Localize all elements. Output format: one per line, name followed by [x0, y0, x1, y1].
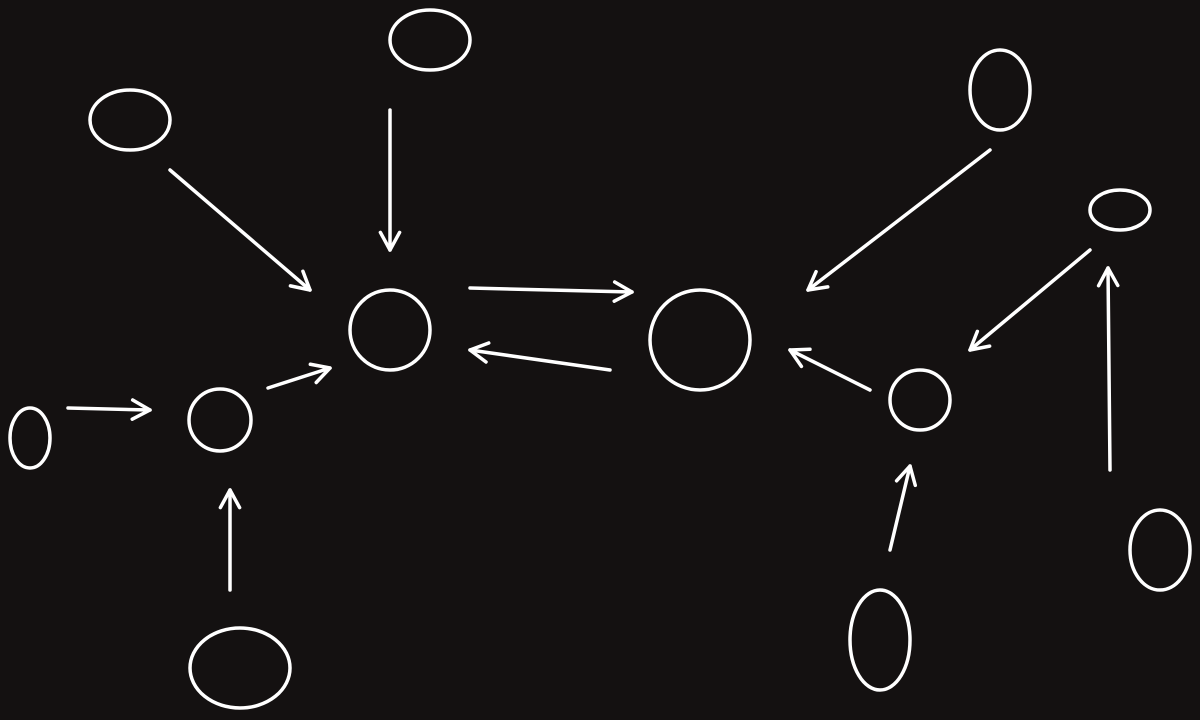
edge-bottom-left-to-mid-left [218, 488, 242, 592]
arrowhead [968, 329, 992, 352]
edge-hub-right-to-hub-left [468, 341, 612, 372]
edge-line [888, 464, 912, 552]
arrowhead [806, 269, 830, 292]
arrowhead [218, 488, 242, 510]
arrowhead [468, 341, 491, 364]
node-mid-left [187, 387, 253, 453]
node-top-right [968, 48, 1032, 132]
node-top-center [388, 8, 472, 72]
edge-bottom-right-2-to-far-right-top [1096, 266, 1120, 472]
arrowhead [1096, 266, 1120, 288]
edge-line [468, 348, 612, 372]
nodes-layer [8, 8, 1192, 710]
edge-line [968, 248, 1092, 352]
edge-bottom-right-1-to-mid-right [888, 464, 918, 552]
edge-line [806, 148, 992, 292]
node-bottom-left [188, 626, 292, 710]
node-far-left [8, 406, 52, 470]
edges-layer [66, 108, 1120, 592]
arrowhead [612, 280, 634, 303]
edge-line [266, 366, 332, 390]
edge-far-left-to-mid-left [66, 398, 152, 421]
edge-line [468, 286, 634, 294]
arrowhead [288, 269, 312, 292]
edge-line [168, 168, 312, 292]
node-bottom-right-1 [848, 588, 912, 692]
arrowhead [308, 362, 332, 385]
edge-line [1106, 266, 1112, 472]
node-hub-right [648, 288, 752, 392]
arrowhead [894, 464, 918, 488]
edge-far-right-top-to-mid-right [968, 248, 1092, 352]
node-far-right-top [1088, 188, 1152, 232]
edge-line [66, 406, 152, 412]
arrowhead [378, 230, 402, 252]
edge-line [788, 348, 872, 392]
edge-mid-right-to-hub-right [788, 347, 872, 392]
edge-top-right-to-hub-right [806, 148, 992, 292]
node-hub-left [348, 288, 432, 372]
edge-top-left-to-hub-left [168, 168, 312, 292]
edge-mid-left-to-hub-left [266, 362, 332, 390]
node-top-left [88, 88, 172, 152]
node-mid-right [888, 368, 952, 432]
edge-top-center-to-hub-left [378, 108, 402, 252]
arrowhead [130, 398, 152, 421]
edge-hub-left-to-hub-right [468, 280, 634, 303]
node-bottom-right-2 [1128, 508, 1192, 592]
arrowhead [788, 347, 812, 369]
